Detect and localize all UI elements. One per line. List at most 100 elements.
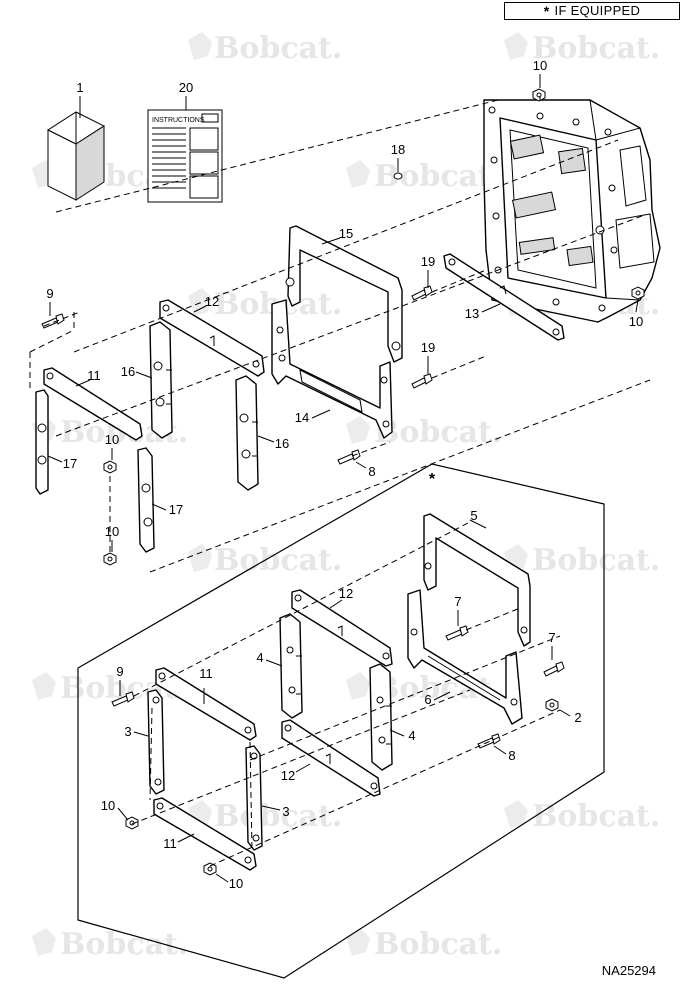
callout-9: 9 [46, 286, 53, 301]
part-11-lower-top [155, 667, 257, 741]
svg-text:Bobcat.: Bobcat. [214, 543, 342, 578]
bolt-8-lower [477, 733, 501, 749]
nut-2 [545, 698, 559, 712]
watermark: Bobcat. [504, 799, 660, 834]
callout-10: 10 [229, 876, 243, 891]
callout-7: 7 [454, 594, 461, 609]
callout-20: 20 [179, 80, 193, 95]
part-17-left [35, 389, 49, 495]
part-11-upper [43, 367, 143, 441]
nut-10-lower-b [203, 862, 217, 876]
callout-1: 1 [76, 80, 83, 95]
watermark: Bobcat. [346, 415, 502, 450]
part-4-plate-left [279, 613, 303, 719]
callout-11: 11 [87, 368, 101, 383]
part-4-plate-right [369, 663, 393, 771]
drawing-number: NA25294 [601, 963, 656, 978]
svg-text:Bobcat.: Bobcat. [214, 31, 342, 66]
callout-10: 10 [105, 524, 119, 539]
callout-6: 6 [424, 692, 431, 707]
callout-11: 11 [163, 836, 177, 851]
callout-19: 19 [421, 254, 435, 269]
assembly-lines-upper [29, 96, 651, 573]
svg-text:Bobcat.: Bobcat. [214, 799, 342, 834]
nut-10-right [631, 286, 645, 300]
callout-7: 7 [548, 630, 555, 645]
optional-kit-asterisk: * [429, 471, 436, 488]
leader-lines [47, 74, 639, 883]
washer-18 [393, 172, 403, 180]
callout-11: 11 [199, 666, 213, 681]
nut-10-low [103, 552, 117, 566]
callout-18: 18 [391, 142, 405, 157]
part-15-frame [285, 225, 403, 363]
bolt-7-b [543, 661, 565, 677]
bolt-19-b [411, 373, 433, 389]
callout-5: 5 [470, 508, 477, 523]
bolt-9-lower [111, 691, 135, 707]
callout-2: 2 [574, 710, 581, 725]
part-11-lower-bottom [153, 797, 257, 871]
part-machine-housing [483, 99, 661, 323]
nut-10-top [532, 88, 546, 102]
nut-10-mid [103, 460, 117, 474]
svg-text:Bobcat.: Bobcat. [532, 31, 660, 66]
callout-3: 3 [124, 724, 131, 739]
callout-12: 12 [205, 294, 219, 309]
bolt-7-a [445, 625, 469, 641]
callout-3: 3 [282, 804, 289, 819]
nut-10-lower-a [125, 816, 139, 830]
svg-text:Bobcat.: Bobcat. [60, 927, 188, 962]
callout-10: 10 [533, 58, 547, 73]
part-box [46, 111, 106, 201]
part-12-lower-bottom [281, 719, 381, 797]
part-16-plate-right [235, 375, 259, 491]
legend-asterisk: * [543, 3, 550, 19]
watermark: Bobcat. [346, 927, 502, 962]
callout-12: 12 [281, 768, 295, 783]
svg-text:Bobcat.: Bobcat. [374, 159, 502, 194]
assembly-lines-lower [131, 521, 561, 867]
part-14-mount [271, 299, 393, 439]
part-13-strap [443, 253, 565, 341]
bolt-19-a [411, 285, 433, 301]
if-equipped-legend: * IF EQUIPPED [504, 2, 680, 20]
watermark: Bobcat. [188, 543, 342, 578]
watermark: Bobcat. [504, 31, 660, 66]
callout-12: 12 [339, 586, 353, 601]
optional-kit-border [77, 463, 605, 979]
part-6-mount [407, 589, 523, 725]
part-5-frame [423, 513, 531, 647]
part-16-plate-left [149, 321, 173, 439]
svg-text:Bobcat.: Bobcat. [532, 543, 660, 578]
callout-15: 15 [339, 226, 353, 241]
callout-labels: 1 20 10 18 15 19 9 12 13 10 11 16 19 14 … [46, 58, 643, 891]
callout-17: 17 [63, 456, 77, 471]
watermark: Bobcat. [504, 543, 660, 578]
callout-17: 17 [169, 502, 183, 517]
part-12-lower-top [291, 589, 393, 667]
callout-8: 8 [368, 464, 375, 479]
callout-8: 8 [508, 748, 515, 763]
callout-10: 10 [105, 432, 119, 447]
callout-10: 10 [101, 798, 115, 813]
callout-14: 14 [295, 410, 309, 425]
legend-text: IF EQUIPPED [554, 3, 641, 18]
svg-text:Bobcat.: Bobcat. [374, 415, 502, 450]
svg-text:Bobcat.: Bobcat. [532, 799, 660, 834]
svg-text:Bobcat.: Bobcat. [374, 927, 502, 962]
callout-4: 4 [408, 728, 415, 743]
callout-16: 16 [275, 436, 289, 451]
svg-text:INSTRUCTIONS: INSTRUCTIONS [152, 117, 205, 124]
part-instruction-sheet: INSTRUCTIONS [147, 109, 223, 203]
part-3-left [147, 689, 165, 795]
watermark: Bobcat. [346, 159, 502, 194]
part-3-right [245, 745, 263, 851]
callout-13: 13 [465, 306, 479, 321]
callout-4: 4 [256, 650, 263, 665]
watermark: Bobcat. [188, 31, 342, 66]
callout-16: 16 [121, 364, 135, 379]
callout-10: 10 [629, 314, 643, 329]
